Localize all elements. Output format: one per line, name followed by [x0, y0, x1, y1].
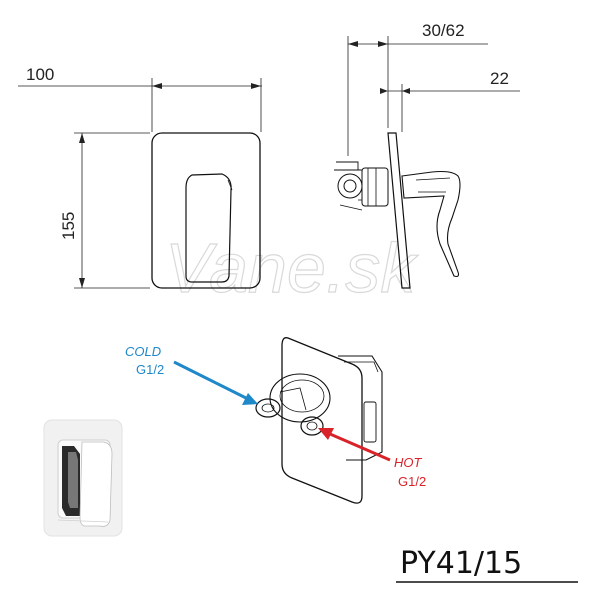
side-cover-plate	[387, 132, 411, 289]
front-view	[151, 132, 261, 289]
hot-label: HOT	[394, 455, 423, 470]
height-dimension	[74, 132, 150, 289]
offset-label: 22	[490, 69, 509, 88]
cold-arrow	[173, 360, 258, 405]
hot-arrow	[318, 428, 391, 462]
iso-hot-inlet	[300, 416, 324, 436]
front-lever-handle	[185, 173, 232, 283]
product-code: PY41/15	[400, 546, 522, 581]
side-inlet-ring-outer	[337, 173, 363, 199]
iso-back-housing	[338, 355, 383, 461]
watermark-text: Vane.sk	[165, 229, 418, 307]
front-lever-highlight	[227, 179, 233, 191]
width-label: 100	[26, 65, 54, 84]
iso-view	[255, 337, 383, 504]
width-dimension	[18, 78, 262, 132]
hot-thread-label: G1/2	[398, 474, 426, 489]
cold-label: COLD	[125, 344, 161, 359]
side-view	[334, 132, 461, 289]
iso-cold-inlet	[255, 398, 281, 418]
depth-label: 30/62	[422, 21, 465, 40]
product-photo	[43, 419, 123, 537]
cold-thread-label: G1/2	[136, 362, 164, 377]
front-cover-plate	[151, 132, 261, 289]
iso-valve-ring	[269, 373, 331, 423]
height-label: 155	[59, 212, 78, 240]
side-valve-body	[361, 167, 389, 207]
side-lever-handle	[401, 170, 461, 278]
depth-dimension	[347, 36, 488, 156]
offset-dimension	[380, 84, 520, 132]
iso-cover-plate	[281, 337, 363, 504]
side-inlet-ring-inner	[343, 179, 357, 193]
